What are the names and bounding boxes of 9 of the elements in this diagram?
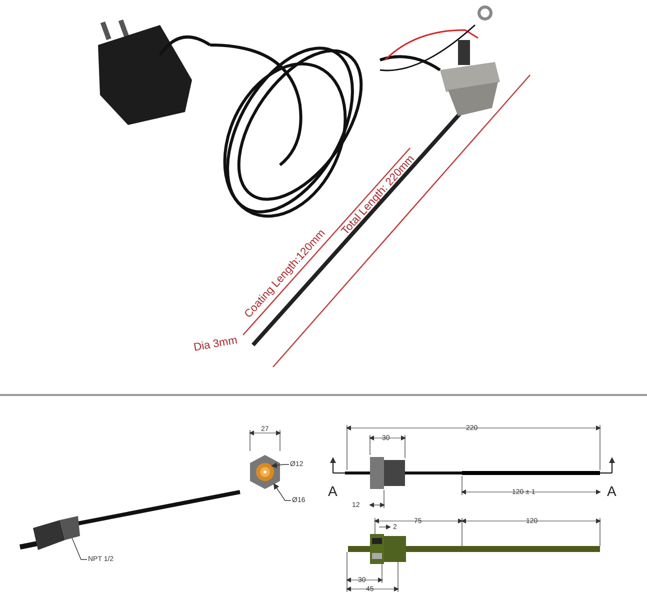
leader-line	[271, 462, 290, 468]
leader-line	[72, 538, 88, 560]
section-letter: A	[607, 484, 616, 498]
dimension-label: Dia 3mm	[193, 335, 238, 354]
hexagon-nut	[250, 455, 280, 489]
pipe-thread	[60, 516, 80, 540]
section-letter: A	[328, 484, 338, 498]
threaded-bore	[256, 463, 274, 481]
leader-line	[273, 483, 292, 501]
